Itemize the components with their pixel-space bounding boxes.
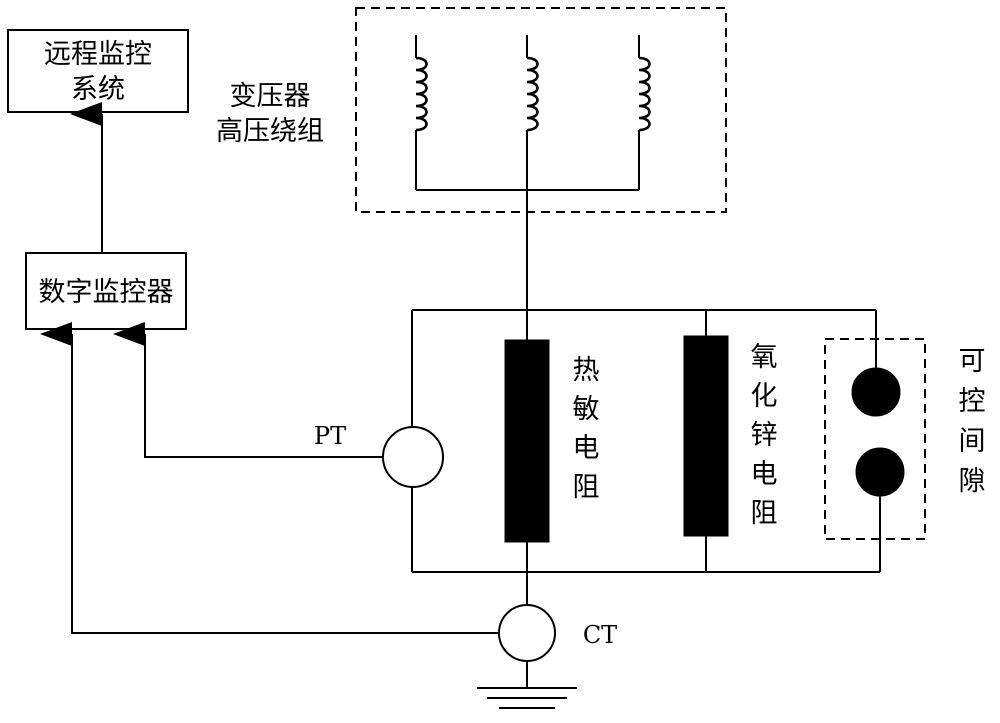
gap-lower-electrode [855,447,905,497]
winding-coil-right [638,35,651,190]
digital-monitor-box: 数字监控器 [25,252,187,330]
transformer-label-line2: 高压绕组 [216,116,324,147]
zno-label-4: 电 [751,459,778,490]
thermistor-label-4: 阻 [573,472,600,503]
gap-label-1: 可 [959,346,986,377]
thermistor-resistor [504,339,550,543]
zno-label-2: 化 [751,381,778,412]
zno-resistor [683,335,729,537]
remote-monitoring-system-box: 远程监控 系统 [7,29,189,113]
zno-label-1: 氧 [751,342,778,373]
arrow-pt-to-monitor [113,322,383,458]
gap-label-2: 控 [959,386,986,417]
ground-icon [477,687,577,709]
remote-system-label-line2: 系统 [71,74,125,105]
remote-system-label-line1: 远程监控 [44,39,152,70]
arrow-ct-to-monitor [40,322,499,634]
transformer-enclosure [355,7,727,213]
gap-label-4: 隙 [959,466,986,497]
zno-label-3: 锌 [751,420,778,451]
winding-coil-left [415,35,428,190]
ct-label: CT [583,621,617,649]
pt-label: PT [314,422,346,450]
thermistor-label-1: 热 [573,355,600,386]
thermistor-label-3: 电 [573,433,600,464]
ct-transformer-symbol [498,604,556,662]
zno-label-5: 阻 [751,498,778,529]
pt-transformer-symbol [382,426,444,488]
gap-label-3: 间 [959,426,986,457]
winding-coil-middle [526,35,539,190]
gap-upper-electrode [851,367,901,417]
digital-monitor-label: 数字监控器 [39,277,174,308]
thermistor-label-2: 敏 [573,394,600,425]
transformer-label-line1: 变压器 [230,81,311,112]
